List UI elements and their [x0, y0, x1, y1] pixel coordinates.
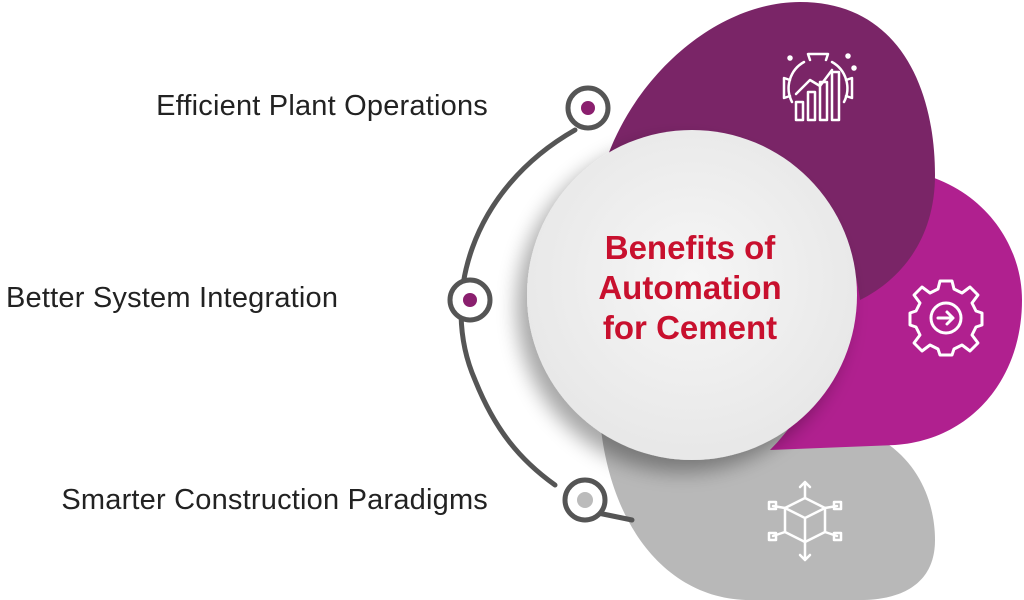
center-title-line-2: Automation: [598, 269, 782, 306]
label-smarter-construction-paradigms: Smarter Construction Paradigms: [61, 484, 488, 516]
center-title-line-3: for Cement: [602, 309, 778, 346]
label-better-system-integration: Better System Integration: [6, 282, 339, 314]
label-efficient-plant-operations: Efficient Plant Operations: [156, 90, 488, 122]
center-circle: [527, 130, 857, 460]
dot-1: [565, 85, 611, 131]
gear-arrow-icon: [908, 279, 984, 357]
dot-3: [562, 477, 608, 523]
cube-network-icon: [767, 480, 843, 562]
center-title: Benefits of Automation for Cement: [560, 228, 820, 348]
connector-arc: [458, 127, 578, 488]
gear-chart-icon: [782, 52, 857, 122]
connector-tail: [595, 510, 635, 523]
center-title-line-1: Benefits of: [604, 229, 776, 266]
petal-gray: [600, 420, 935, 600]
dot-2: [447, 277, 493, 323]
